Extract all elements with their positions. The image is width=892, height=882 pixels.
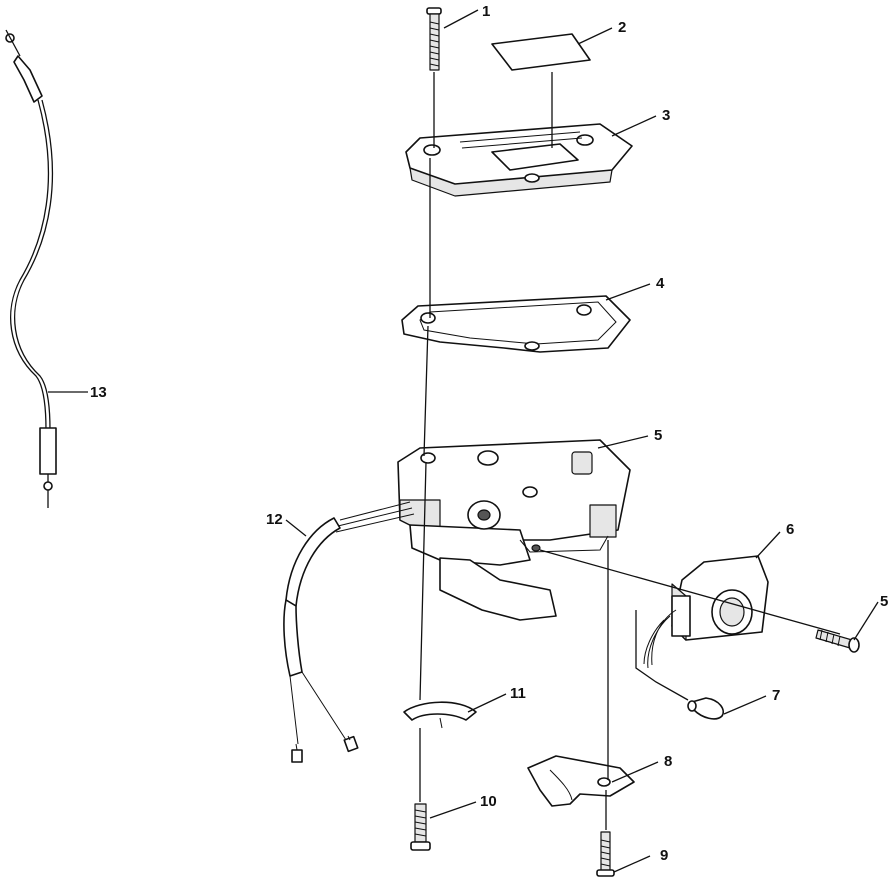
callout-2: 2 [618,19,626,36]
part-8-clamp [527,755,635,807]
callout-5b: 5 [880,593,888,610]
part-1-screw [426,7,442,71]
callout-8: 8 [664,753,672,770]
part-9-screw [596,831,615,877]
part-10-screw [410,803,431,851]
callout-6: 6 [786,521,794,538]
callout-5: 5 [654,427,662,444]
part-5-housing [397,439,631,621]
callout-9: 9 [660,847,668,864]
leader-lines [48,9,879,873]
part-12-wire-harness [283,501,415,763]
part-6-switch-block [643,555,769,669]
callout-3: 3 [662,107,670,124]
part-2-decal [491,33,591,71]
part-3-cover-plate [405,123,633,197]
part-7-bulb [687,697,724,720]
callout-1: 1 [482,3,490,20]
callout-4: 4 [656,275,665,292]
part-11-retainer [403,701,477,729]
callout-13: 13 [90,384,107,401]
part-13-cable [5,29,57,508]
callout-labels: 1 2 3 4 5 5 6 7 8 9 10 11 12 13 [90,3,888,864]
callout-10: 10 [480,793,497,810]
part-5b-screw [815,629,860,653]
assembly-lines [419,72,841,830]
callout-11: 11 [510,685,526,702]
callout-12: 12 [266,511,283,528]
callout-7: 7 [772,687,780,704]
part-4-gasket [401,295,631,353]
